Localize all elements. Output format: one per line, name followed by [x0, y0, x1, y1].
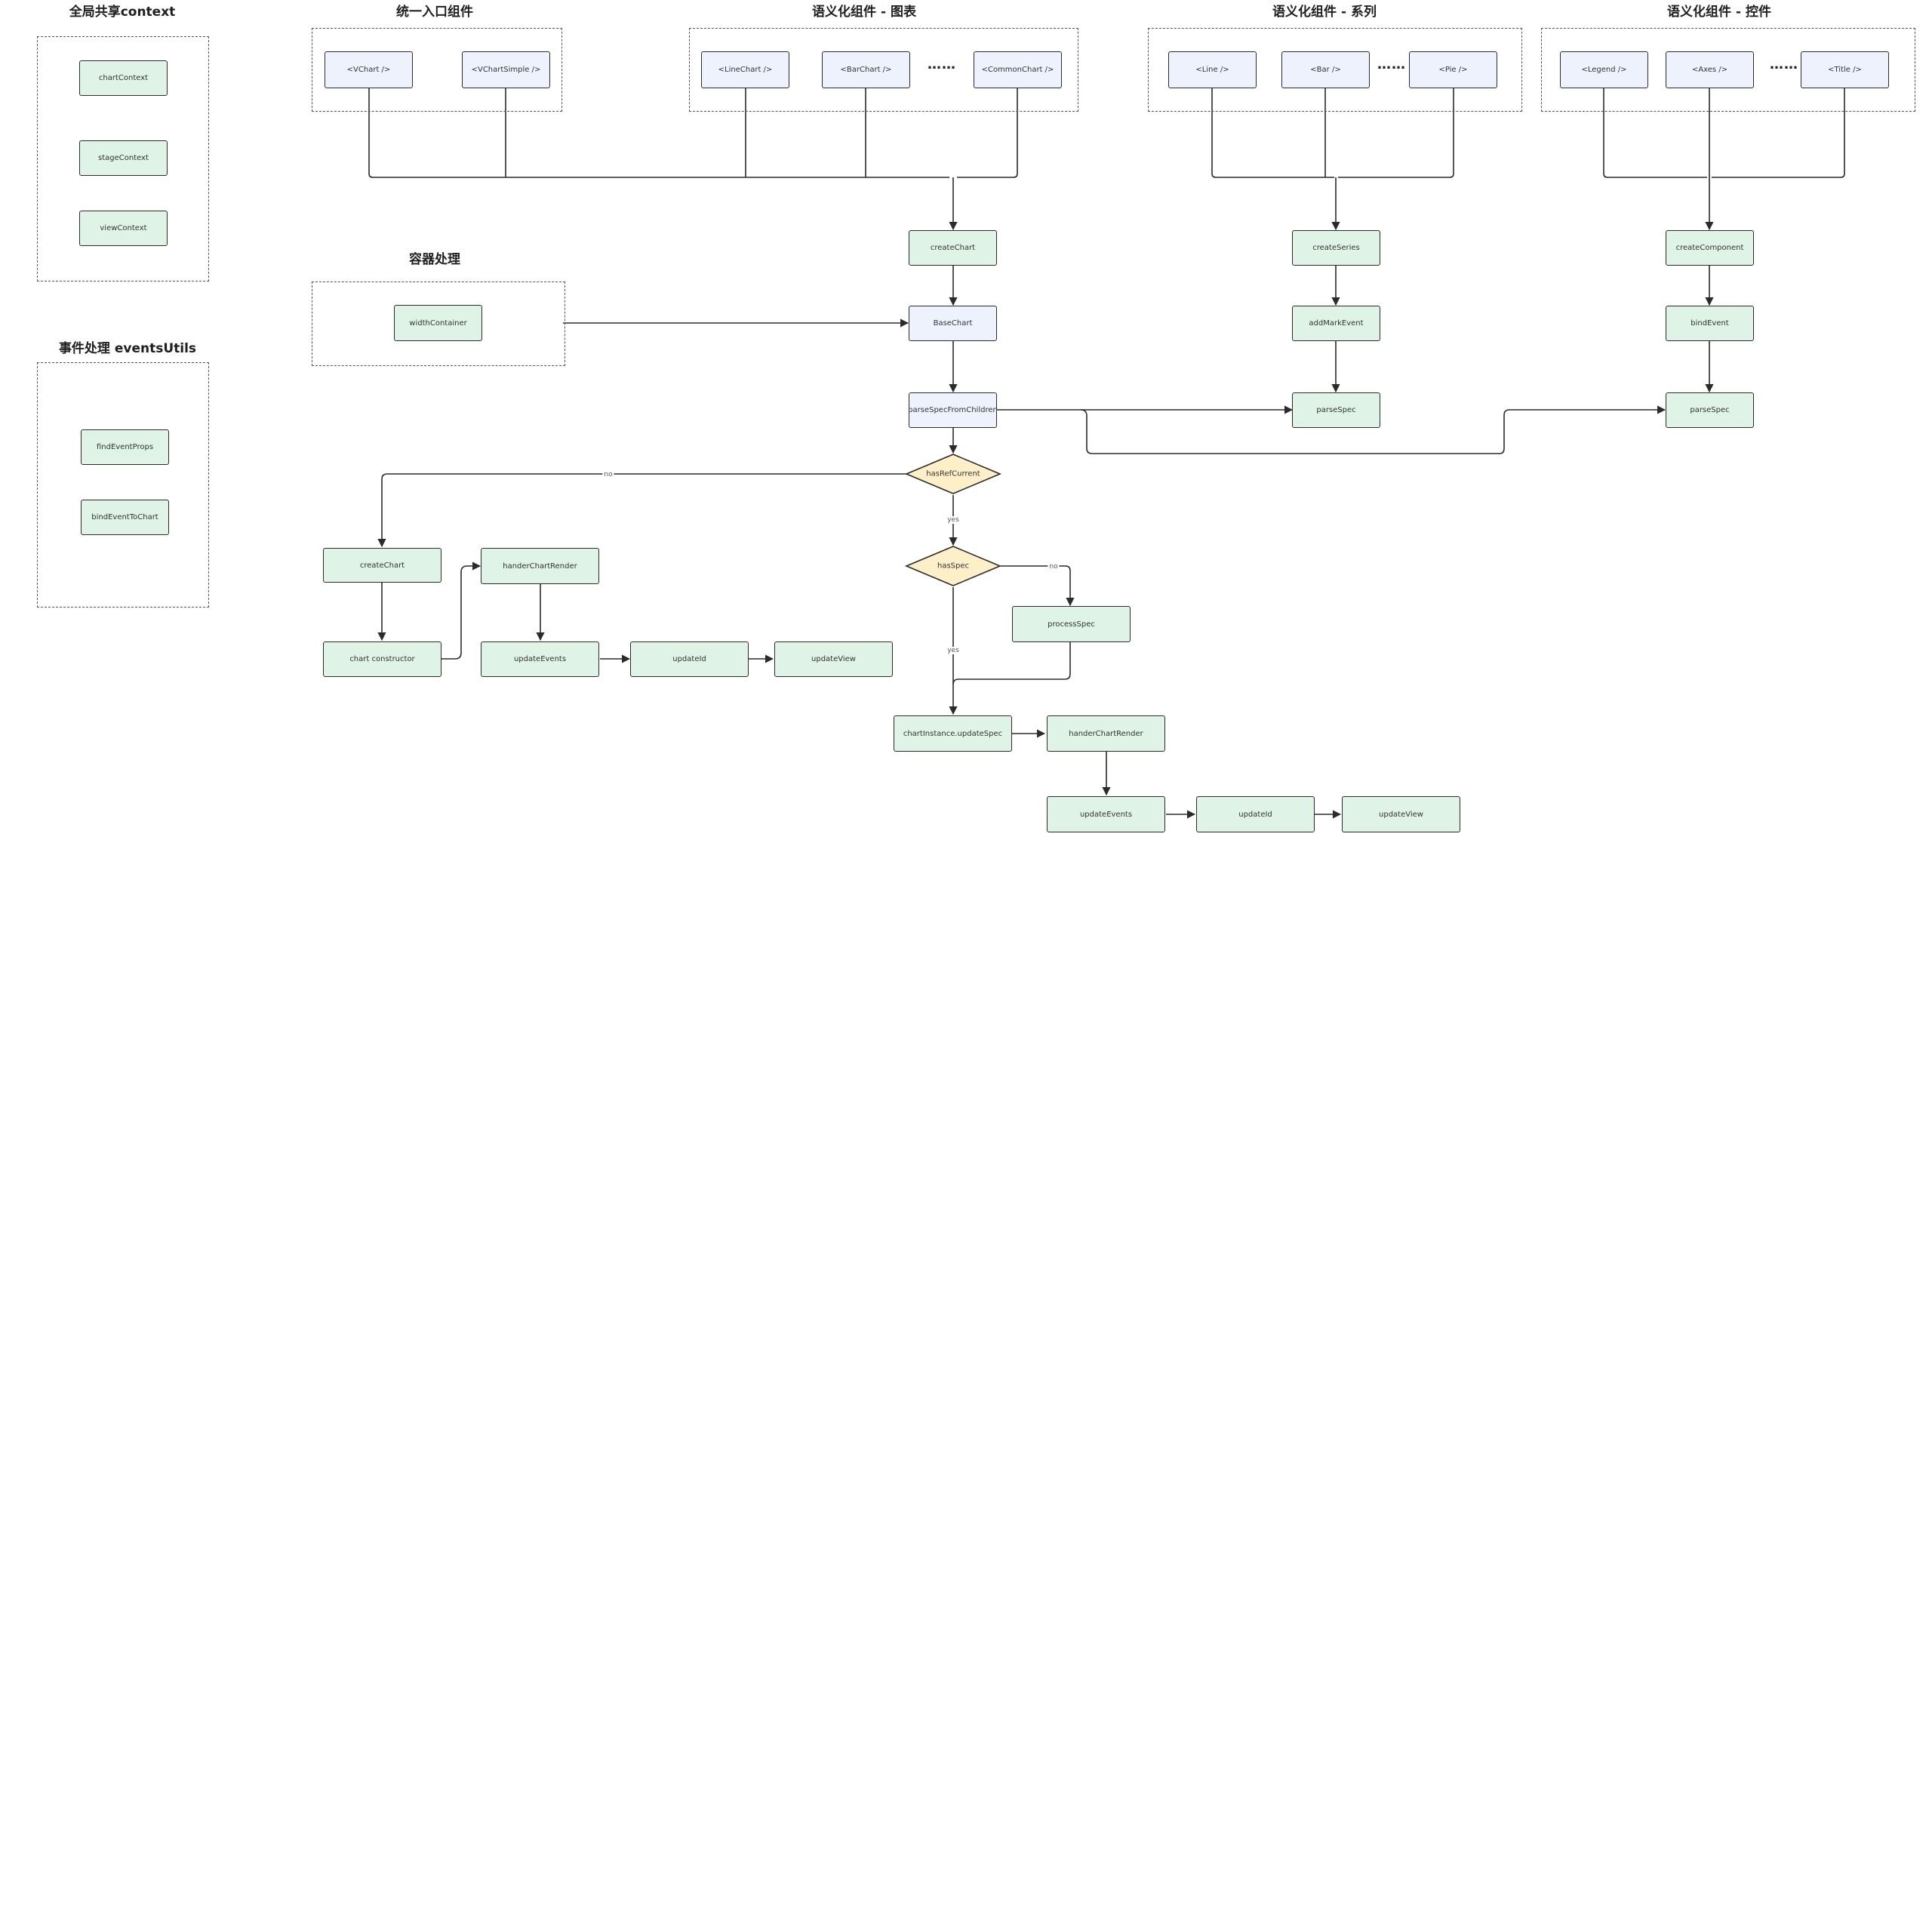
process-spec-node[interactable]: processSpec [1012, 606, 1131, 642]
chart-ellipsis: …… [928, 57, 956, 72]
label-no-hasspec: no [1048, 563, 1060, 571]
title-series-components: 语义化组件 - 系列 [1272, 5, 1377, 20]
edge-hasspec-no [1001, 565, 1075, 607]
edge-line [1211, 88, 1334, 178]
edge-vchart [368, 88, 949, 178]
group-control-components [1541, 28, 1915, 112]
parse-spec-component-node[interactable]: parseSpec [1666, 392, 1754, 428]
group-global-context [37, 36, 209, 281]
parse-spec-series-node[interactable]: parseSpec [1292, 392, 1380, 428]
group-chart-components [689, 28, 1078, 112]
update-view-node[interactable]: updateView [774, 641, 893, 677]
group-container [312, 281, 565, 366]
title-entry-components: 统一入口组件 [396, 5, 473, 20]
label-no-hasref: no [602, 471, 614, 478]
create-series-node[interactable]: createSeries [1292, 230, 1380, 266]
line-chart-node[interactable]: <LineChart /> [701, 51, 789, 88]
group-entry [312, 28, 562, 112]
update-events-node[interactable]: updateEvents [481, 641, 599, 677]
parse-spec-from-children-node[interactable]: parseSpecFromChildren [908, 392, 998, 428]
has-spec-diamond [904, 546, 1002, 586]
control-ellipsis: …… [1770, 57, 1798, 72]
common-chart-node[interactable]: <CommonChart /> [974, 51, 1062, 88]
bar-chart-node[interactable]: <BarChart /> [822, 51, 910, 88]
bind-event-node[interactable]: bindEvent [1666, 306, 1754, 341]
bind-event-to-chart-node[interactable]: bindEventToChart [81, 500, 169, 535]
edge-left-constructor-render [441, 561, 481, 660]
add-mark-event-node[interactable]: addMarkEvent [1292, 306, 1380, 341]
title-container: 容器处理 [409, 252, 460, 267]
legend-node[interactable]: <Legend /> [1560, 51, 1648, 88]
pie-series-node[interactable]: <Pie /> [1409, 51, 1497, 88]
create-chart-node-left[interactable]: createChart [323, 548, 441, 583]
has-spec-label: hasSpec [937, 561, 970, 571]
edge-titlec [1712, 88, 1845, 178]
title-global-context: 全局共享context [69, 5, 176, 20]
chart-context-node[interactable]: chartContext [79, 60, 168, 96]
edge-pie [1338, 88, 1454, 178]
group-events-utils [37, 362, 209, 608]
edge-parse-to-component [1080, 405, 1666, 454]
vchart-node[interactable]: <VChart /> [325, 51, 413, 88]
label-yes-hasspec: yes [946, 647, 961, 654]
title-node[interactable]: <Title /> [1801, 51, 1889, 88]
edge-legend [1603, 88, 1707, 178]
title-events-utils: 事件处理 eventsUtils [58, 341, 197, 356]
update-events-node-2[interactable]: updateEvents [1047, 796, 1165, 832]
edge-hasref-no [377, 473, 906, 548]
base-chart-node[interactable]: BaseChart [909, 306, 997, 341]
create-chart-node[interactable]: createChart [909, 230, 997, 266]
vchart-simple-node[interactable]: <VChartSimple /> [462, 51, 550, 88]
render-chart-node[interactable]: handerChartRender [481, 548, 599, 584]
update-view-node-2[interactable]: updateView [1342, 796, 1460, 832]
update-id-node[interactable]: updateId [630, 641, 749, 677]
edge-processspec-merge [952, 642, 1071, 685]
chart-constructor-node[interactable]: chart constructor [323, 641, 441, 677]
render-chart-node-2[interactable]: handerChartRender [1047, 715, 1165, 752]
series-ellipsis: …… [1377, 57, 1406, 72]
line-series-node[interactable]: <Line /> [1168, 51, 1257, 88]
stage-context-node[interactable]: stageContext [79, 140, 168, 176]
create-component-node[interactable]: createComponent [1666, 230, 1754, 266]
bar-series-node[interactable]: <Bar /> [1281, 51, 1370, 88]
update-id-node-2[interactable]: updateId [1196, 796, 1315, 832]
has-ref-current-diamond [904, 454, 1002, 494]
group-series-components [1148, 28, 1522, 112]
edge-commonchart [957, 88, 1018, 178]
width-container-node[interactable]: widthContainer [394, 305, 482, 341]
find-event-props-node[interactable]: findEventProps [81, 429, 169, 465]
title-chart-components: 语义化组件 - 图表 [812, 5, 916, 20]
has-ref-current-label: hasRefCurrent [926, 469, 980, 478]
axes-node[interactable]: <Axes /> [1666, 51, 1754, 88]
update-spec-node[interactable]: chartInstance.updateSpec [894, 715, 1012, 752]
label-yes-hasref: yes [946, 516, 961, 524]
view-context-node[interactable]: viewContext [79, 211, 168, 246]
title-control-components: 语义化组件 - 控件 [1667, 5, 1771, 20]
